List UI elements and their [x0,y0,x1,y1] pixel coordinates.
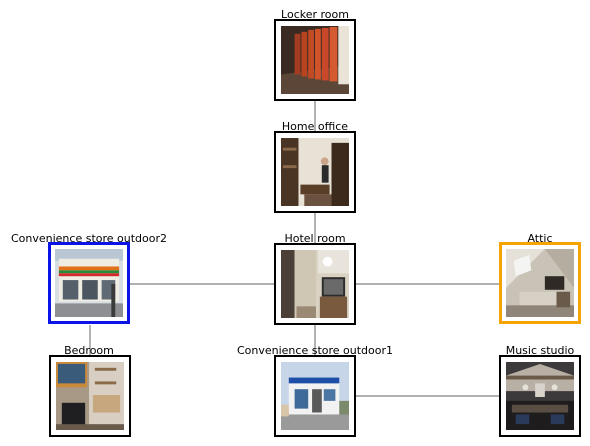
convenience-store-outdoor2-thumbnail [55,249,123,317]
node-label-bedroom: Bedroom [64,344,114,357]
node-music-studio[interactable] [499,355,581,437]
node-label-office: Home office [281,120,349,133]
node-bedroom[interactable] [49,355,131,437]
music-studio-thumbnail [506,362,574,430]
attic-thumbnail [506,249,574,317]
node-label-music: Music studio [505,344,575,357]
home-office-thumbnail [281,138,349,206]
node-label-attic: Attic [527,232,553,245]
node-locker-room[interactable] [274,19,356,101]
node-attic[interactable] [499,242,581,324]
node-convenience-store-outdoor1[interactable] [274,355,356,437]
node-label-hotel: Hotel room [284,232,346,245]
node-label-conv1: Convenience store outdoor1 [236,344,394,357]
node-label-locker: Locker room [281,8,349,21]
bedroom-thumbnail [56,362,124,430]
node-hotel-room[interactable] [274,243,356,325]
node-convenience-store-outdoor2[interactable] [48,242,130,324]
node-home-office[interactable] [274,131,356,213]
convenience-store-outdoor1-thumbnail [281,362,349,430]
locker-room-thumbnail [281,26,349,94]
node-label-conv2: Convenience store outdoor2 [10,232,168,245]
hotel-room-thumbnail [281,250,349,318]
